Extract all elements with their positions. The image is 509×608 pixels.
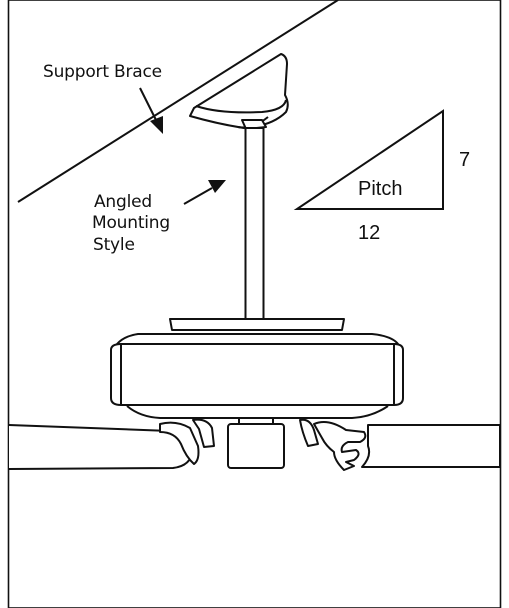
mounting-style-label-line2: Mounting [92,213,170,233]
right-blade [299,418,501,471]
left-blade [8,418,215,470]
pitch-triangle [293,109,444,210]
pitch-rise-label: 7 [459,149,471,171]
support-brace-line [17,0,339,203]
switch-housing [227,417,285,469]
pitch-label: Pitch [358,178,403,200]
frame-border [7,0,502,608]
mounting-style-arrow [183,180,226,205]
motor-housing [110,318,404,419]
mounting-style-label-line1: Angled [94,192,152,212]
support-brace-arrow [139,87,163,134]
support-brace-label: Support Brace [43,62,162,82]
downrod [244,127,265,321]
pitch-run-label: 12 [358,222,381,244]
mounting-style-label-line3: Style [93,235,135,255]
canopy [189,53,289,130]
